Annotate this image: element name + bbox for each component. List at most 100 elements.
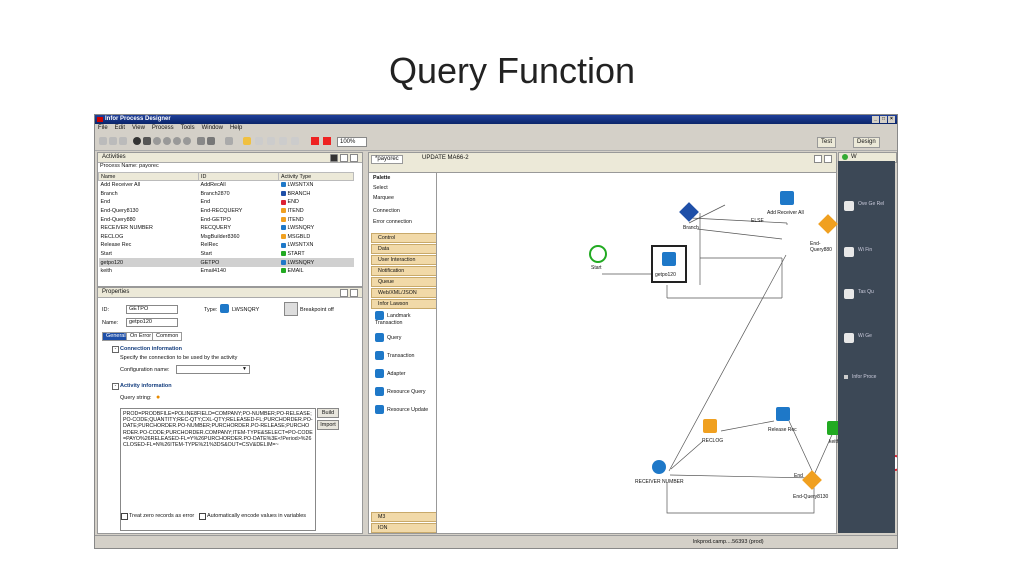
- open-icon[interactable]: [109, 137, 117, 145]
- redo-icon[interactable]: [267, 137, 275, 145]
- zoom-select[interactable]: 100%: [337, 137, 367, 147]
- resume-icon[interactable]: [173, 137, 181, 145]
- collapse-icon[interactable]: -: [112, 383, 119, 390]
- palette-cat-ion[interactable]: ION: [371, 523, 442, 533]
- step-icon[interactable]: [143, 137, 151, 145]
- menu-process[interactable]: Process: [151, 125, 174, 131]
- red-box-icon[interactable]: [311, 137, 319, 145]
- design-perspective-button[interactable]: Design: [853, 137, 880, 148]
- palette-cat-control[interactable]: Control: [371, 233, 442, 243]
- palette-resource-query[interactable]: Resource Query: [375, 387, 426, 396]
- infor-process-label[interactable]: Infor Proce: [852, 374, 877, 380]
- col-type[interactable]: Activity Type: [278, 172, 354, 181]
- palette-resource-update[interactable]: Resource Update: [375, 405, 435, 414]
- getpo-node-selected[interactable]: [651, 245, 687, 283]
- palette-transaction[interactable]: Transaction: [375, 351, 414, 360]
- bulb-icon[interactable]: [243, 137, 251, 145]
- stop-icon[interactable]: [163, 137, 171, 145]
- menu-file[interactable]: File: [98, 125, 108, 131]
- test-perspective-button[interactable]: Test: [817, 137, 837, 148]
- minimize-panel-icon[interactable]: [814, 155, 822, 163]
- overview-icon[interactable]: [844, 201, 854, 211]
- palette-cat-web[interactable]: Web/XML/JSON: [371, 288, 442, 298]
- menu-view[interactable]: View: [132, 125, 145, 131]
- palette-landmark-transaction[interactable]: Landmark Transaction: [375, 311, 411, 326]
- chevron-down-icon[interactable]: ▼: [242, 366, 247, 372]
- start-node[interactable]: [589, 245, 607, 263]
- workflow-general-icon[interactable]: [844, 333, 854, 343]
- activities-tab[interactable]: Activities: [98, 153, 362, 163]
- upload-icon[interactable]: [197, 137, 205, 145]
- config-select[interactable]: [176, 365, 250, 374]
- validate-icon[interactable]: [225, 137, 233, 145]
- maximize-panel-icon[interactable]: [350, 154, 358, 162]
- tab-on-error[interactable]: On Error: [126, 332, 156, 341]
- palette-cat-m3[interactable]: M3: [371, 512, 442, 522]
- palette-select[interactable]: Select: [373, 185, 388, 191]
- right-panel-tab[interactable]: W: [851, 154, 857, 160]
- tab-payorec[interactable]: *payorec: [371, 155, 403, 164]
- zero-records-checkbox[interactable]: [121, 513, 128, 520]
- palette-cat-infor-lawson[interactable]: Infor Lawson: [371, 299, 442, 309]
- palette-adapter[interactable]: Adapter: [375, 369, 406, 378]
- reclog-node[interactable]: [703, 419, 717, 433]
- palette-connection[interactable]: Connection: [373, 208, 400, 214]
- lightbulb-icon[interactable]: ●: [156, 394, 161, 401]
- reset-icon[interactable]: [183, 137, 191, 145]
- minimize-panel-icon[interactable]: [340, 289, 348, 297]
- maximize-button[interactable]: □: [880, 116, 887, 123]
- query-string-textarea[interactable]: PROD=PRODBFILE=POLINE8FIELD=COMPANY;PO-N…: [120, 408, 316, 531]
- collapse-icon[interactable]: -: [112, 346, 119, 353]
- release-rec-node[interactable]: [776, 407, 790, 421]
- minimize-panel-icon[interactable]: [340, 154, 348, 162]
- process-canvas[interactable]: Start getpo120 Branch Add Receiver All E…: [436, 172, 897, 534]
- palette-cat-user-interaction[interactable]: User Interaction: [371, 255, 442, 265]
- link-icon[interactable]: [291, 137, 299, 145]
- pause-icon[interactable]: [153, 137, 161, 145]
- run-icon[interactable]: [133, 137, 141, 145]
- palette-error-connection[interactable]: Error connection: [373, 219, 412, 225]
- encode-values-checkbox[interactable]: [199, 513, 206, 520]
- build-button[interactable]: Build: [317, 408, 339, 418]
- palette-cat-data[interactable]: Data: [371, 244, 442, 254]
- search-icon[interactable]: [279, 137, 287, 145]
- palette-cat-notification[interactable]: Notification: [371, 266, 442, 276]
- import-button[interactable]: Import: [317, 420, 339, 430]
- palette-header[interactable]: Palette: [373, 175, 391, 181]
- undo-icon[interactable]: [255, 137, 263, 145]
- menu-edit[interactable]: Edit: [114, 125, 126, 131]
- col-name[interactable]: Name: [98, 172, 199, 181]
- keith-email-node[interactable]: [827, 421, 841, 435]
- task-icon[interactable]: [844, 289, 854, 299]
- menu-help[interactable]: Help: [229, 125, 243, 131]
- palette-cat-queue[interactable]: Queue: [371, 277, 442, 287]
- save-icon[interactable]: [119, 137, 127, 145]
- maximize-panel-icon[interactable]: [350, 289, 358, 297]
- id-field[interactable]: GETPO: [126, 305, 178, 314]
- add-receiver-node[interactable]: [780, 191, 794, 205]
- name-field[interactable]: getpo120: [126, 318, 178, 327]
- menu-tools[interactable]: Tools: [180, 125, 195, 131]
- menu-window[interactable]: Window: [201, 125, 223, 131]
- tab-common[interactable]: Common: [152, 332, 183, 341]
- new-icon[interactable]: [99, 137, 107, 145]
- receiver-number-node[interactable]: [652, 460, 666, 474]
- col-id[interactable]: ID: [198, 172, 279, 181]
- tab-update-ma66[interactable]: UPDATE MA66-2: [422, 155, 469, 161]
- settings-icon[interactable]: [207, 137, 215, 145]
- red-box-icon-2[interactable]: [323, 137, 331, 145]
- close-button[interactable]: ×: [888, 116, 895, 123]
- properties-tab[interactable]: Properties: [98, 288, 362, 298]
- palette-query[interactable]: Query: [375, 333, 401, 342]
- filter-icon[interactable]: [330, 154, 338, 162]
